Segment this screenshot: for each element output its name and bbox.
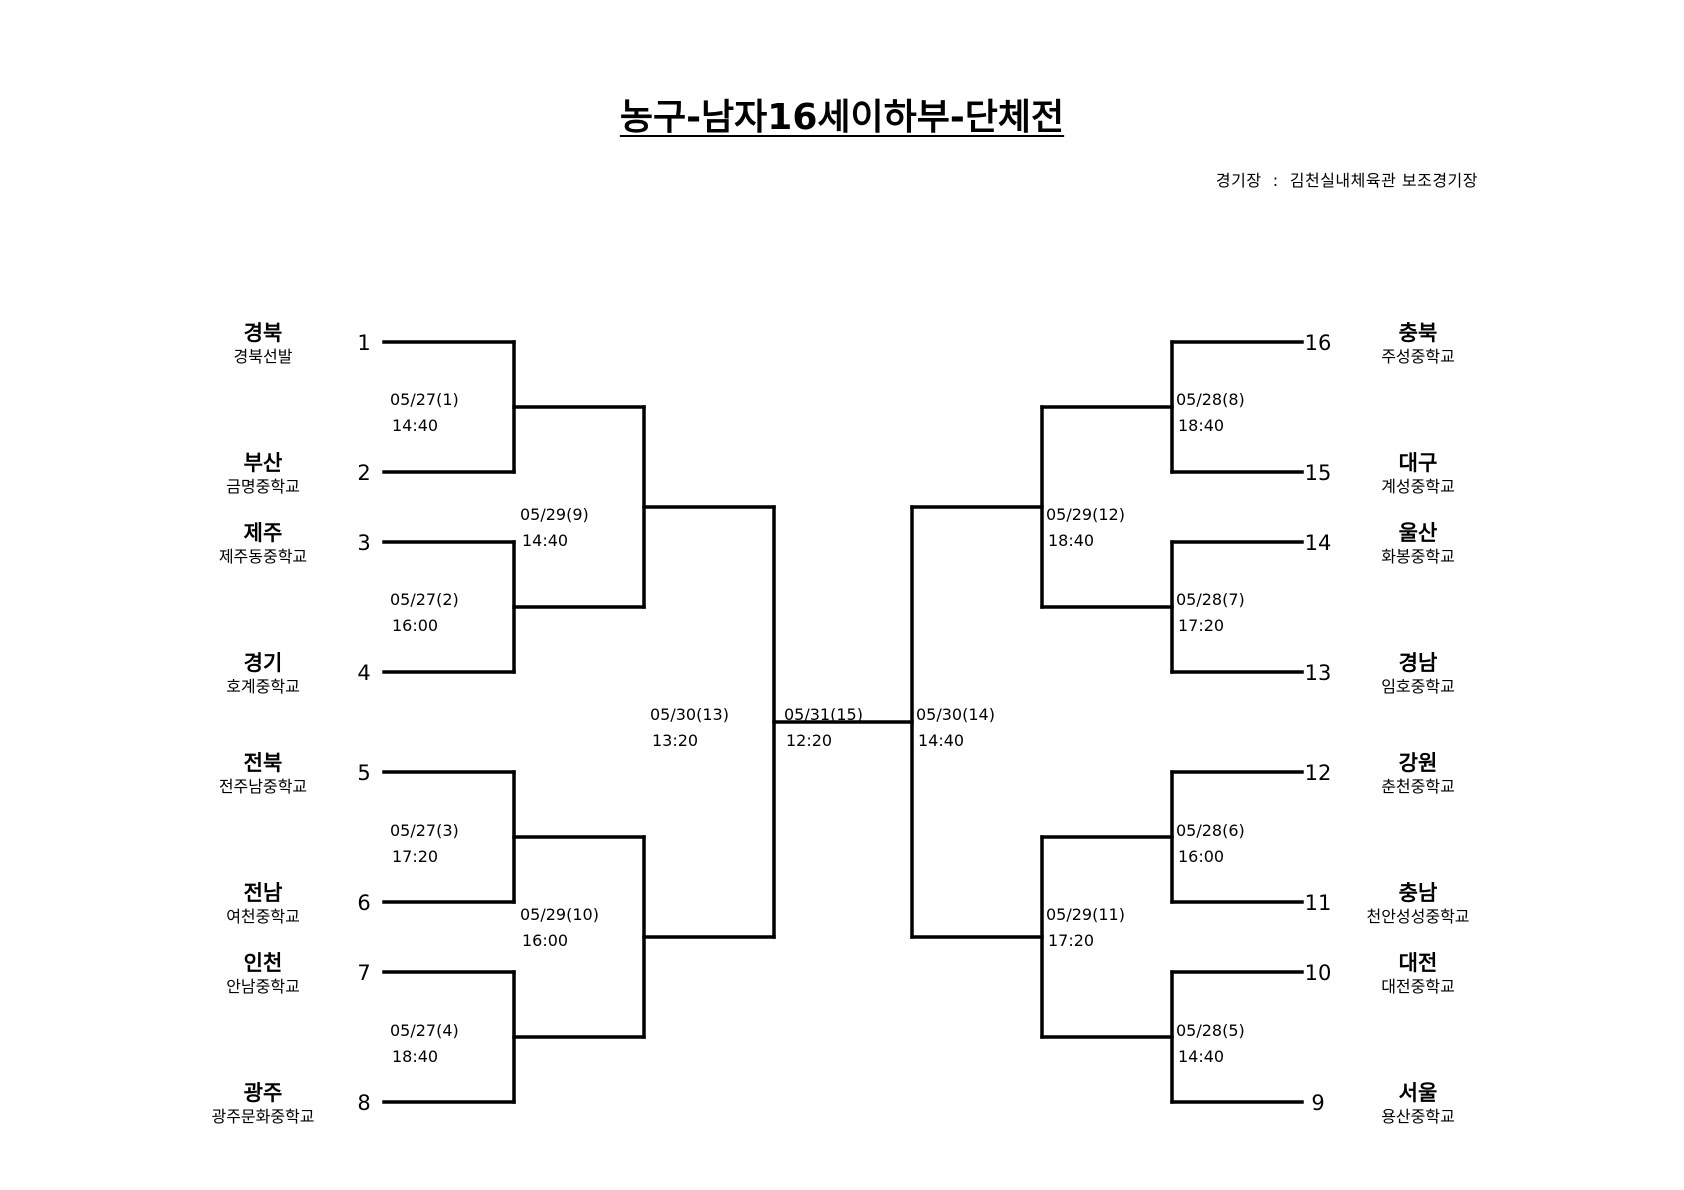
team-school-13: 임호중학교 bbox=[1381, 677, 1455, 696]
seed-number-5: 5 bbox=[357, 761, 370, 785]
match-date-14: 05/30(14) bbox=[916, 705, 995, 724]
team-school-6: 여천중학교 bbox=[226, 907, 300, 926]
seed-number-15: 15 bbox=[1305, 461, 1332, 485]
match-labels: 05/27(1) 14:40 05/27(2) 16:00 05/27(3) 17:20 0… bbox=[390, 390, 1245, 1066]
match-time-13: 13:20 bbox=[652, 731, 698, 750]
team-school-1: 경북선발 bbox=[234, 347, 293, 366]
team-school-15: 계성중학교 bbox=[1381, 477, 1455, 496]
team-school-9: 용산중학교 bbox=[1381, 1107, 1455, 1126]
team-school-14: 화봉중학교 bbox=[1381, 547, 1455, 566]
match-date-7: 05/28(7) bbox=[1176, 590, 1245, 609]
seed-number-3: 3 bbox=[357, 531, 370, 555]
team-region-11: 충남 bbox=[1399, 881, 1438, 905]
match-date-3: 05/27(3) bbox=[390, 821, 459, 840]
team-region-5: 전북 bbox=[244, 751, 283, 775]
match-date-13: 05/30(13) bbox=[650, 705, 729, 724]
seed-number-12: 12 bbox=[1305, 761, 1332, 785]
seed-number-4: 4 bbox=[357, 661, 370, 685]
team-region-4: 경기 bbox=[244, 651, 283, 675]
match-time-4: 18:40 bbox=[392, 1047, 438, 1066]
seed-number-2: 2 bbox=[357, 461, 370, 485]
match-time-6: 16:00 bbox=[1178, 847, 1224, 866]
seed-number-11: 11 bbox=[1305, 891, 1332, 915]
match-time-15: 12:20 bbox=[786, 731, 832, 750]
match-time-2: 16:00 bbox=[392, 616, 438, 635]
match-time-14: 14:40 bbox=[918, 731, 964, 750]
match-date-6: 05/28(6) bbox=[1176, 821, 1245, 840]
team-school-7: 안남중학교 bbox=[226, 977, 300, 996]
team-region-3: 제주 bbox=[244, 521, 283, 545]
team-school-3: 제주동중학교 bbox=[219, 547, 307, 566]
match-time-1: 14:40 bbox=[392, 416, 438, 435]
team-school-5: 전주남중학교 bbox=[219, 777, 307, 796]
match-time-5: 14:40 bbox=[1178, 1047, 1224, 1066]
team-region-16: 충북 bbox=[1399, 321, 1438, 345]
match-date-10: 05/29(10) bbox=[520, 905, 599, 924]
match-time-8: 18:40 bbox=[1178, 416, 1224, 435]
match-date-8: 05/28(8) bbox=[1176, 390, 1245, 409]
match-date-1: 05/27(1) bbox=[390, 390, 459, 409]
match-time-12: 18:40 bbox=[1048, 531, 1094, 550]
seed-number-10: 10 bbox=[1305, 961, 1332, 985]
team-region-15: 대구 bbox=[1399, 451, 1438, 475]
team-school-8: 광주문화중학교 bbox=[211, 1107, 314, 1126]
match-date-2: 05/27(2) bbox=[390, 590, 459, 609]
team-region-8: 광주 bbox=[244, 1081, 283, 1105]
match-date-9: 05/29(9) bbox=[520, 505, 589, 524]
seed-number-16: 16 bbox=[1305, 331, 1332, 355]
match-date-15: 05/31(15) bbox=[784, 705, 863, 724]
title-text: 농구-남자16세이하부-단체전 bbox=[619, 97, 1065, 138]
match-date-4: 05/27(4) bbox=[390, 1021, 459, 1040]
match-time-7: 17:20 bbox=[1178, 616, 1224, 635]
bracket-lines bbox=[382, 340, 1304, 1104]
team-region-7: 인천 bbox=[244, 951, 283, 975]
match-date-11: 05/29(11) bbox=[1046, 905, 1125, 924]
match-time-3: 17:20 bbox=[392, 847, 438, 866]
team-region-14: 울산 bbox=[1399, 521, 1438, 545]
match-time-9: 14:40 bbox=[522, 531, 568, 550]
seed-number-8: 8 bbox=[357, 1091, 370, 1115]
team-region-6: 전남 bbox=[244, 881, 283, 905]
team-region-13: 경남 bbox=[1399, 651, 1438, 675]
venue-label: 경기장 : 김천실내체육관 보조경기장 bbox=[1215, 171, 1478, 190]
team-school-4: 호계중학교 bbox=[226, 677, 300, 696]
team-school-11: 천안성성중학교 bbox=[1366, 907, 1469, 926]
seed-number-1: 1 bbox=[357, 331, 370, 355]
team-school-16: 주성중학교 bbox=[1381, 347, 1455, 366]
match-time-10: 16:00 bbox=[522, 931, 568, 950]
team-region-2: 부산 bbox=[244, 451, 283, 475]
seed-number-7: 7 bbox=[357, 961, 370, 985]
match-date-5: 05/28(5) bbox=[1176, 1021, 1245, 1040]
page-title: 농구-남자16세이하부-단체전 bbox=[0, 88, 1684, 140]
team-school-2: 금명중학교 bbox=[226, 477, 300, 496]
seed-number-14: 14 bbox=[1305, 531, 1332, 555]
seed-number-13: 13 bbox=[1305, 661, 1332, 685]
seed-number-6: 6 bbox=[357, 891, 370, 915]
seed-number-9: 9 bbox=[1311, 1091, 1324, 1115]
match-time-11: 17:20 bbox=[1048, 931, 1094, 950]
team-region-12: 강원 bbox=[1399, 751, 1438, 775]
team-school-10: 대전중학교 bbox=[1381, 977, 1455, 996]
team-region-10: 대전 bbox=[1399, 951, 1438, 975]
match-date-12: 05/29(12) bbox=[1046, 505, 1125, 524]
team-region-1: 경북 bbox=[244, 321, 283, 345]
team-region-9: 서울 bbox=[1399, 1081, 1438, 1105]
team-school-12: 춘천중학교 bbox=[1381, 777, 1455, 796]
